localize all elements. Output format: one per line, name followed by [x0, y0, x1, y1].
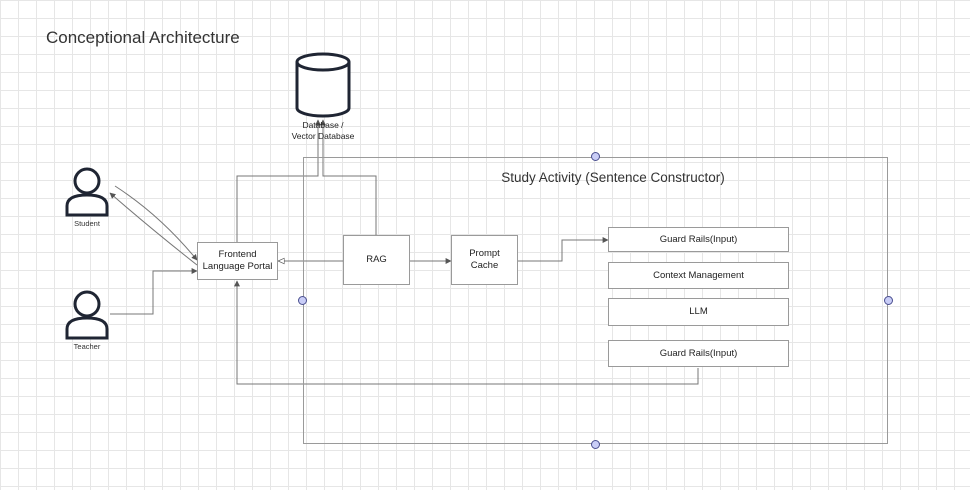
student-person-icon — [65, 167, 109, 217]
student-to-frontend-curve — [114, 185, 198, 261]
study-activity-container[interactable] — [303, 157, 888, 444]
database-label-line1: Database / — [302, 120, 344, 130]
prompt-cache-to-guard-rails — [518, 237, 609, 262]
guard-rails-output-node[interactable]: Guard Rails(Input) — [608, 340, 789, 367]
teacher-person-icon — [65, 290, 109, 340]
frontend-language-portal-node[interactable]: Frontend Language Portal — [197, 242, 278, 280]
resize-handle-top[interactable] — [591, 152, 600, 161]
frontend-label-line2: Language Portal — [202, 261, 273, 272]
resize-handle-bottom[interactable] — [591, 440, 600, 449]
teacher-label: Teacher — [73, 342, 101, 351]
context-management-label: Context Management — [653, 269, 744, 281]
study-activity-title: Study Activity (Sentence Constructor) — [501, 170, 725, 185]
rag-node[interactable]: RAG — [343, 235, 410, 285]
resize-handle-left[interactable] — [298, 296, 307, 305]
guard-rails-output-label: Guard Rails(Input) — [659, 347, 738, 359]
teacher-to-frontend — [110, 268, 198, 315]
rag-label: RAG — [366, 254, 387, 265]
database-label: Database / Vector Database — [270, 120, 376, 142]
context-management-node[interactable]: Context Management — [608, 262, 789, 289]
diagram-title: Conceptional Architecture — [46, 28, 240, 47]
guard-rails-input-label: Guard Rails(Input) — [659, 233, 738, 245]
frontend-to-database — [236, 119, 321, 242]
database-icon — [295, 52, 351, 118]
prompt-cache-node[interactable]: Prompt Cache — [451, 235, 518, 285]
frontend-to-student-curve — [109, 192, 198, 266]
llm-node[interactable]: LLM — [608, 298, 789, 326]
guard-rails-input-node[interactable]: Guard Rails(Input) — [608, 227, 789, 252]
prompt-cache-label-line1: Prompt — [469, 248, 500, 259]
llm-label: LLM — [689, 306, 708, 317]
student-label: Student — [74, 219, 100, 228]
frontend-label-line1: Frontend — [218, 249, 257, 260]
resize-handle-right[interactable] — [884, 296, 893, 305]
database-label-line2: Vector Database — [291, 131, 355, 141]
rag-to-database — [320, 119, 377, 235]
guard-rails-to-frontend — [234, 280, 699, 385]
prompt-cache-label-line2: Cache — [470, 260, 499, 271]
